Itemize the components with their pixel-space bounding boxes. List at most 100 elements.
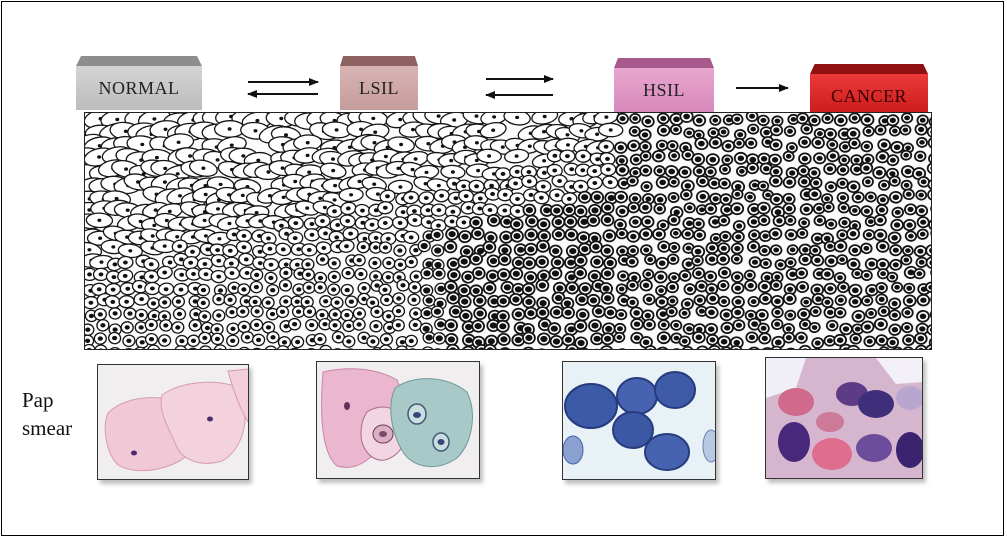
epithelial-cell <box>85 309 99 323</box>
epithelial-cell <box>846 227 861 241</box>
epithelial-cell <box>304 347 318 349</box>
epithelial-cell <box>343 348 357 349</box>
epithelial-cell <box>729 344 743 349</box>
epithelial-cell <box>683 202 696 214</box>
epithelial-cell <box>730 306 745 319</box>
epithelial-cell <box>615 308 628 321</box>
epithelial-cell <box>901 322 914 334</box>
epithelial-cell <box>691 254 704 267</box>
epithelial-cell <box>381 271 395 284</box>
epithelial-cell <box>551 227 566 241</box>
epithelial-cell <box>798 217 811 229</box>
epithelial-cell <box>914 150 927 163</box>
epithelial-cell <box>925 256 931 270</box>
epithelial-cell <box>96 319 110 332</box>
epithelial-cell <box>250 268 264 282</box>
stage-label-lsil: LSIL <box>359 77 399 98</box>
epithelial-cell <box>758 230 772 243</box>
epithelial-cell <box>705 153 720 167</box>
epithelial-cell <box>275 242 292 257</box>
epithelial-cell <box>93 308 107 321</box>
epithelial-cell <box>173 268 190 282</box>
epithelial-cell <box>860 205 874 218</box>
epithelial-cell <box>707 127 720 139</box>
epithelial-cell <box>482 281 497 295</box>
epithelium-illustration <box>84 112 932 350</box>
epithelial-cell <box>668 241 681 254</box>
epithelial-cell <box>709 114 722 126</box>
epithelial-cell <box>573 319 588 333</box>
stage-box-top <box>340 56 418 66</box>
epithelial-cell <box>357 281 371 295</box>
epithelial-cell <box>798 136 812 149</box>
epithelial-cell <box>599 282 613 296</box>
epithelial-cell <box>811 347 823 349</box>
epithelial-cell <box>186 334 201 348</box>
epithelial-cell <box>653 202 666 215</box>
epithelial-cell <box>888 175 901 187</box>
epithelial-cell <box>198 331 212 345</box>
epithelial-cell <box>888 309 902 322</box>
epithelial-cell <box>863 335 876 348</box>
epithelial-cell <box>813 152 827 165</box>
epithelial-cell <box>655 295 669 309</box>
epithelial-cell <box>403 230 420 245</box>
epithelial-cell <box>925 244 931 258</box>
epithelial-cell <box>171 295 186 308</box>
epithelial-cell <box>354 267 368 281</box>
epithelial-cell <box>904 230 917 242</box>
epithelial-cell <box>809 244 822 257</box>
epithelial-cell <box>902 245 914 257</box>
epithelial-cell <box>370 305 384 319</box>
epithelial-cell <box>600 213 615 227</box>
epithelial-cell <box>471 319 485 333</box>
epithelial-cell <box>799 203 814 216</box>
epithelial-cell <box>930 227 931 240</box>
epithelial-cell <box>848 137 861 150</box>
epithelial-cell <box>718 177 731 190</box>
epithelial-cell <box>861 295 874 307</box>
epithelial-cell <box>704 202 718 215</box>
epithelial-cell <box>669 124 683 136</box>
epithelial-cell <box>575 308 590 322</box>
epithelial-cell <box>522 203 537 217</box>
epithelial-cell <box>342 226 359 241</box>
epithelial-cell <box>420 267 434 280</box>
epithelial-cell <box>235 240 253 254</box>
epithelial-cell <box>287 347 302 349</box>
epithelial-cell <box>848 204 861 217</box>
epithelial-cell <box>564 256 578 270</box>
pap-smear-image-normal <box>97 364 249 480</box>
epithelial-cell <box>717 214 731 227</box>
epithelial-cell <box>757 114 770 127</box>
epithelial-cell <box>314 214 331 228</box>
epithelial-cell <box>848 113 861 124</box>
epithelial-cell <box>565 343 579 349</box>
epithelial-cell <box>669 227 682 239</box>
epithelial-cell <box>846 257 861 271</box>
epithelial-cell <box>928 115 931 128</box>
epithelial-cell <box>655 139 669 152</box>
epithelial-cell <box>590 190 605 204</box>
epithelial-cell <box>546 149 564 163</box>
epithelial-cell <box>602 229 617 243</box>
epithelial-cell <box>642 293 656 306</box>
epithelial-cell <box>162 349 175 350</box>
epithelial-cell <box>548 266 563 281</box>
epithelial-cell <box>902 334 916 346</box>
epithelial-cell <box>432 267 446 280</box>
epithelial-cell <box>292 283 306 296</box>
epithelial-cell <box>796 227 809 239</box>
epithelial-cell <box>797 164 810 177</box>
epithelial-cell <box>809 176 823 189</box>
epithelial-cell <box>443 214 461 229</box>
epithelial-cell <box>531 113 559 125</box>
epithelial-cell <box>551 174 568 188</box>
epithelial-cell <box>445 227 459 241</box>
epithelial-cell <box>535 255 549 269</box>
epithelial-cell <box>838 154 851 166</box>
epithelial-cell <box>638 201 653 215</box>
epithelial-cell <box>479 122 507 139</box>
epithelial-cell <box>784 257 797 269</box>
epithelial-cell <box>408 318 422 332</box>
